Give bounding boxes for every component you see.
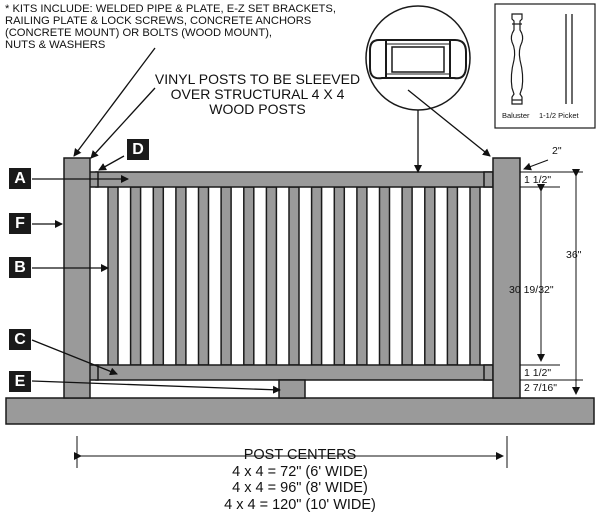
kits-line: RAILING PLATE & LOCK SCREWS, CONCRETE AN… bbox=[5, 15, 312, 27]
picket bbox=[152, 186, 165, 366]
top-rail bbox=[95, 171, 494, 188]
label-a: A bbox=[9, 168, 31, 189]
vinyl-line: WOOD POSTS bbox=[209, 101, 306, 117]
rail-profile-icon bbox=[369, 39, 467, 80]
bracket-bottom-right bbox=[483, 364, 494, 381]
label-c: C bbox=[9, 329, 31, 350]
picket bbox=[424, 186, 436, 366]
kits-line: NUTS & WASHERS bbox=[5, 39, 106, 51]
ground-slab bbox=[5, 397, 595, 425]
picket-label: 1-1/2 Picket bbox=[539, 111, 579, 120]
kits-line: * KITS INCLUDE: WELDED PIPE & PLATE, E-Z… bbox=[5, 3, 336, 15]
label-e: E bbox=[9, 371, 31, 392]
picket bbox=[107, 186, 119, 366]
kits-note: * KITS INCLUDE: WELDED PIPE & PLATE, E-Z… bbox=[5, 3, 336, 51]
vinyl-line: VINYL POSTS TO BE SLEEVED bbox=[154, 71, 361, 87]
post-right bbox=[492, 157, 521, 399]
pickets bbox=[107, 186, 481, 366]
bottom-rail bbox=[95, 364, 494, 381]
leader-vinyl-right bbox=[407, 89, 491, 157]
baluster-label: Baluster bbox=[502, 111, 530, 120]
dim-height-total: 36" bbox=[566, 249, 582, 261]
baluster-icon bbox=[510, 13, 524, 105]
picket bbox=[243, 186, 255, 366]
rail-profile-callout bbox=[365, 5, 471, 111]
leader-d bbox=[98, 155, 125, 171]
picket bbox=[197, 186, 210, 366]
picket bbox=[288, 186, 300, 366]
dim-bottom-gap: 2 7/16" bbox=[524, 382, 557, 394]
picket bbox=[265, 186, 278, 366]
dim-top-rail: 1 1/2" bbox=[524, 174, 552, 186]
vinyl-line: OVER STRUCTURAL 4 X 4 bbox=[170, 86, 345, 102]
post-centers-block: POST CENTERS 4 x 4 = 72" (6' WIDE) 4 x 4… bbox=[150, 447, 450, 513]
dim-post-width: 2" bbox=[552, 145, 562, 157]
picket bbox=[220, 186, 232, 366]
post-centers-title: POST CENTERS bbox=[243, 447, 357, 463]
inset-box bbox=[494, 3, 596, 129]
post-centers-option: 4 x 4 = 96" (8' WIDE) bbox=[232, 480, 368, 496]
picket bbox=[175, 186, 187, 366]
picket bbox=[469, 186, 481, 366]
picket bbox=[378, 186, 391, 366]
leader-c bbox=[31, 339, 118, 376]
label-b: B bbox=[9, 257, 31, 278]
dim-bottom-rail: 1 1/2" bbox=[524, 367, 552, 379]
support-block bbox=[278, 379, 306, 399]
label-f: F bbox=[9, 213, 31, 234]
post-centers-option: 4 x 4 = 72" (6' WIDE) bbox=[232, 463, 368, 480]
picket bbox=[356, 186, 368, 366]
bracket-top-right bbox=[483, 171, 494, 188]
vinyl-posts-note: VINYL POSTS TO BE SLEEVED OVER STRUCTURA… bbox=[150, 72, 365, 117]
picket bbox=[310, 186, 323, 366]
picket bbox=[129, 186, 142, 366]
leader-e bbox=[31, 380, 281, 394]
picket bbox=[333, 186, 346, 366]
dim-picket-span: 30 19/32" bbox=[509, 284, 554, 296]
leader-vinyl-left bbox=[90, 87, 156, 159]
picket bbox=[401, 186, 413, 366]
leader-kits-to-post bbox=[73, 47, 156, 157]
dim-2-line bbox=[523, 159, 549, 171]
label-d: D bbox=[127, 139, 149, 160]
post-centers-option: 4 x 4 = 120" (10' WIDE) bbox=[224, 496, 376, 513]
picket-icon bbox=[565, 14, 573, 104]
kits-line: (CONCRETE MOUNT) OR BOLTS (WOOD MOUNT), bbox=[5, 27, 273, 39]
picket bbox=[446, 186, 459, 366]
